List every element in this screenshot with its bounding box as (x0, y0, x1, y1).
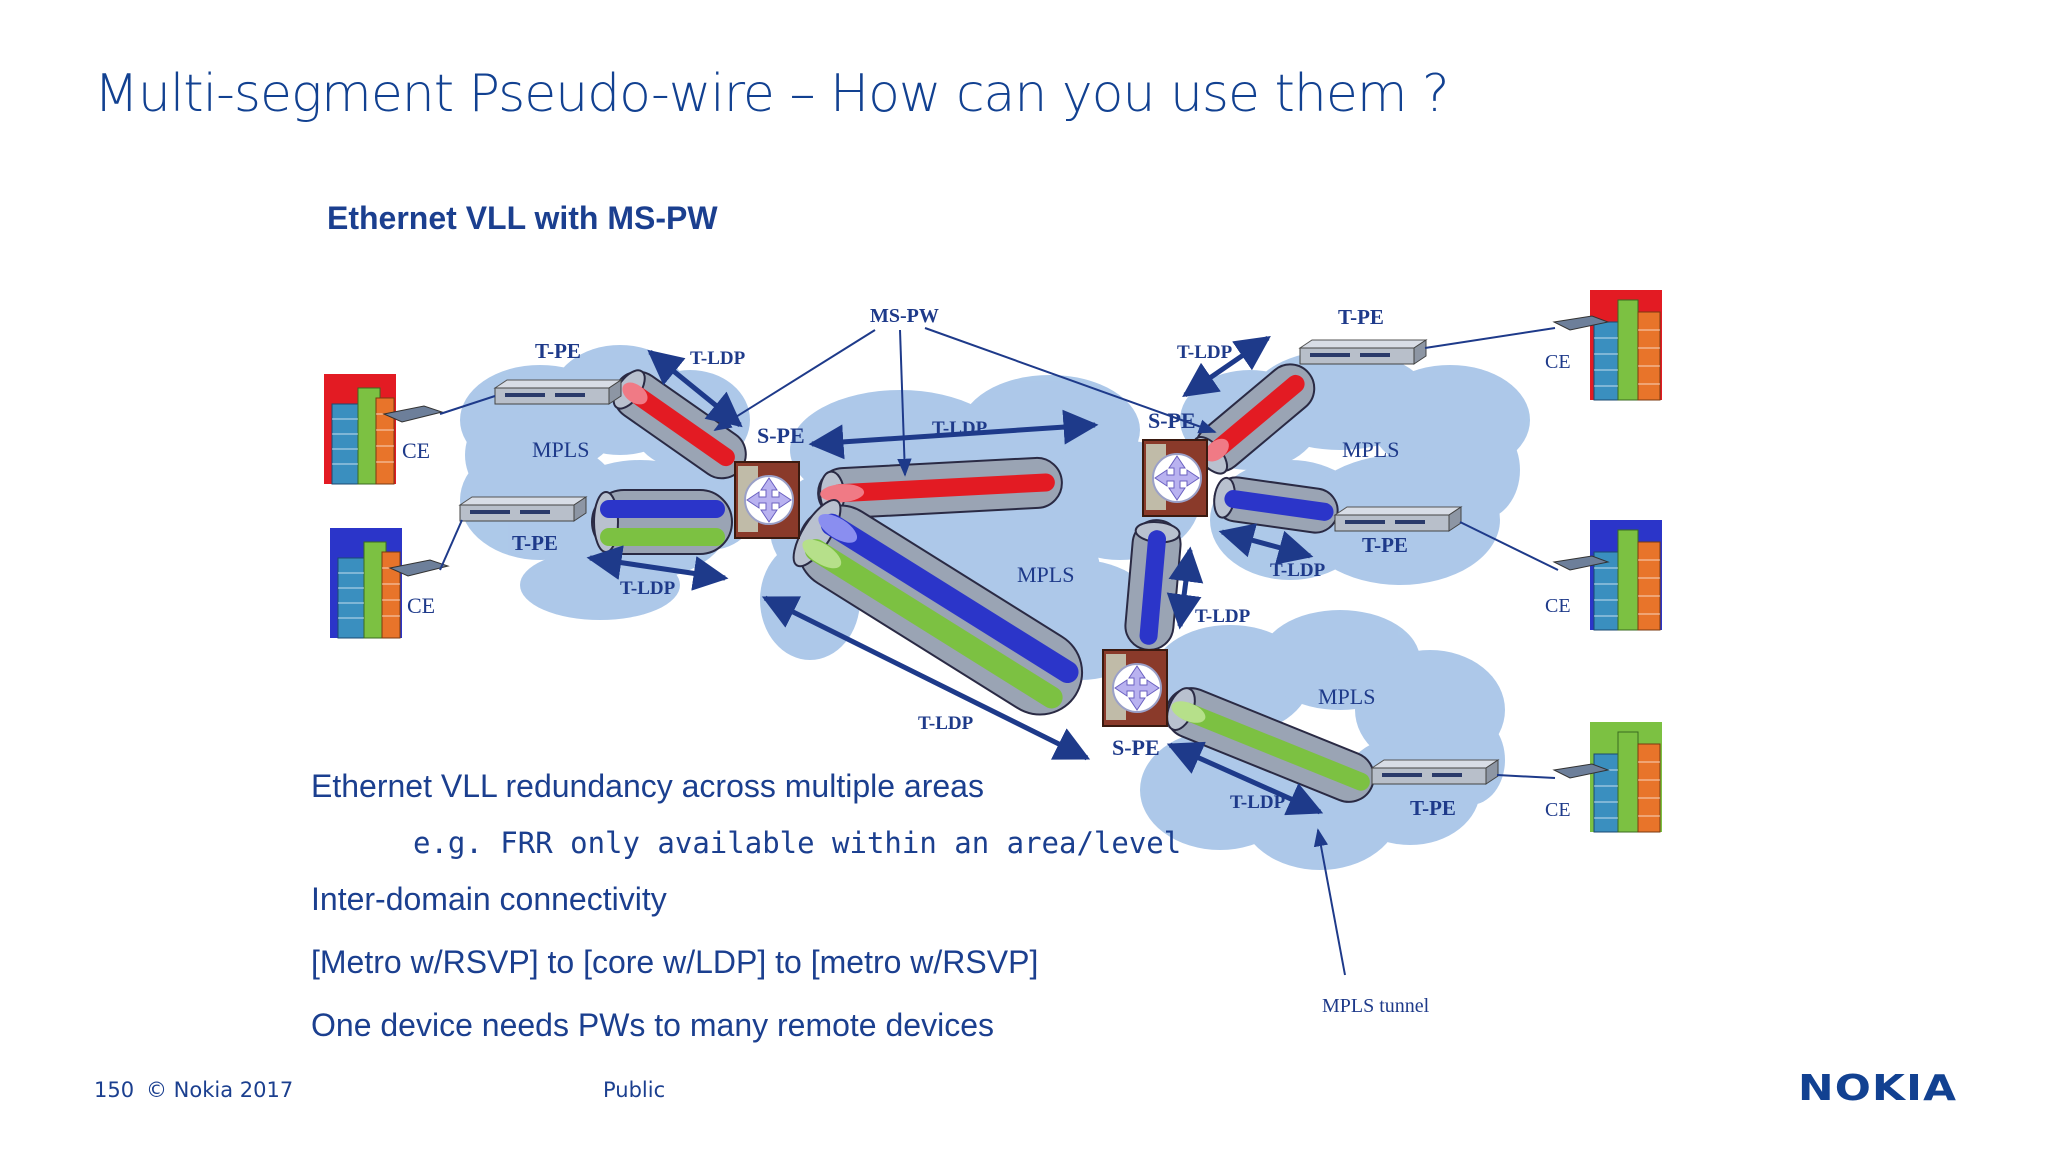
s-pe-router-left (734, 461, 800, 539)
s-pe-router-bottom (1102, 649, 1168, 727)
mpls-tunnel-pointer (1313, 828, 1346, 976)
label-t-ldp-2: T-LDP (620, 578, 676, 599)
label-mpls-center: MPLS (1017, 562, 1074, 587)
label-t-ldp-1: T-LDP (690, 348, 746, 369)
ce-site-right-mid (1552, 520, 1662, 631)
label-t-pe-mid-left: T-PE (512, 531, 558, 555)
label-ce-left-top: CE (402, 438, 430, 463)
pw-tube-top-center (817, 456, 1063, 520)
bullet-inter-domain: Inter-domain connectivity (311, 881, 667, 917)
ce-site-right-bottom (1552, 722, 1662, 833)
label-t-ldp-4: T-LDP (1177, 342, 1233, 363)
diagram-subtitle: Ethernet VLL with MS-PW (327, 200, 718, 236)
label-t-pe-top-left: T-PE (535, 339, 581, 363)
label-mpls-tunnel: MPLS tunnel (1322, 995, 1430, 1017)
footer-page-number: 150 (94, 1078, 135, 1102)
label-ce-right-mid: CE (1545, 595, 1571, 617)
pw-tube-right-blue (1213, 476, 1339, 534)
t-ldp-arrows (586, 335, 1324, 816)
t-pe-device-bottom-right (1370, 759, 1500, 785)
label-t-pe-bottom-right: T-PE (1410, 796, 1456, 820)
nokia-logo: NOKIA (1798, 1068, 1958, 1109)
label-t-ldp-3: T-LDP (932, 418, 988, 439)
label-t-ldp-5: T-LDP (1270, 560, 1326, 581)
pw-tube-left-double (591, 489, 733, 555)
slide-title: Multi-segment Pseudo-wire – How can you … (94, 64, 1450, 124)
t-pe-device-mid-right (1333, 506, 1463, 532)
label-ce-left-bottom: CE (407, 593, 435, 618)
ce-site-left-top (324, 374, 444, 485)
bullet-metro-core: [Metro w/RSVP] to [core w/LDP] to [metro… (311, 944, 1039, 980)
t-pe-device-mid-left (458, 496, 588, 522)
label-s-pe-right: S-PE (1148, 408, 1196, 433)
label-s-pe-bottom: S-PE (1112, 735, 1160, 760)
label-s-pe-left: S-PE (757, 423, 805, 448)
label-t-ldp-8: T-LDP (1230, 792, 1286, 813)
label-ms-pw: MS-PW (870, 305, 939, 327)
bullet-many-remote: One device needs PWs to many remote devi… (311, 1007, 994, 1043)
label-mpls-left: MPLS (532, 437, 589, 462)
ce-site-left-bottom (330, 528, 450, 639)
label-ce-right-bottom: CE (1545, 799, 1571, 821)
ce-site-right-top (1552, 290, 1662, 401)
t-pe-device-top-left (493, 379, 623, 405)
access-links (439, 327, 1559, 779)
label-t-pe-top-right: T-PE (1338, 305, 1384, 329)
pw-tube-top-right (1193, 363, 1316, 475)
bullet-redundancy: Ethernet VLL redundancy across multiple … (311, 768, 984, 804)
label-mpls-bottom: MPLS (1318, 684, 1375, 709)
label-mpls-right: MPLS (1342, 437, 1399, 462)
footer-classification: Public (603, 1078, 666, 1102)
label-ce-right-top: CE (1545, 351, 1571, 373)
s-pe-router-right (1142, 439, 1208, 517)
label-t-pe-mid-right: T-PE (1362, 533, 1408, 557)
t-pe-device-top-right (1298, 339, 1428, 365)
label-t-ldp-7: T-LDP (918, 713, 974, 734)
pw-tube-vertical (1124, 519, 1182, 651)
label-t-ldp-6: T-LDP (1195, 606, 1251, 627)
footer-copyright: © Nokia 2017 (146, 1078, 294, 1102)
bullet-redundancy-example: e.g. FRR only available within an area/l… (413, 826, 1182, 860)
